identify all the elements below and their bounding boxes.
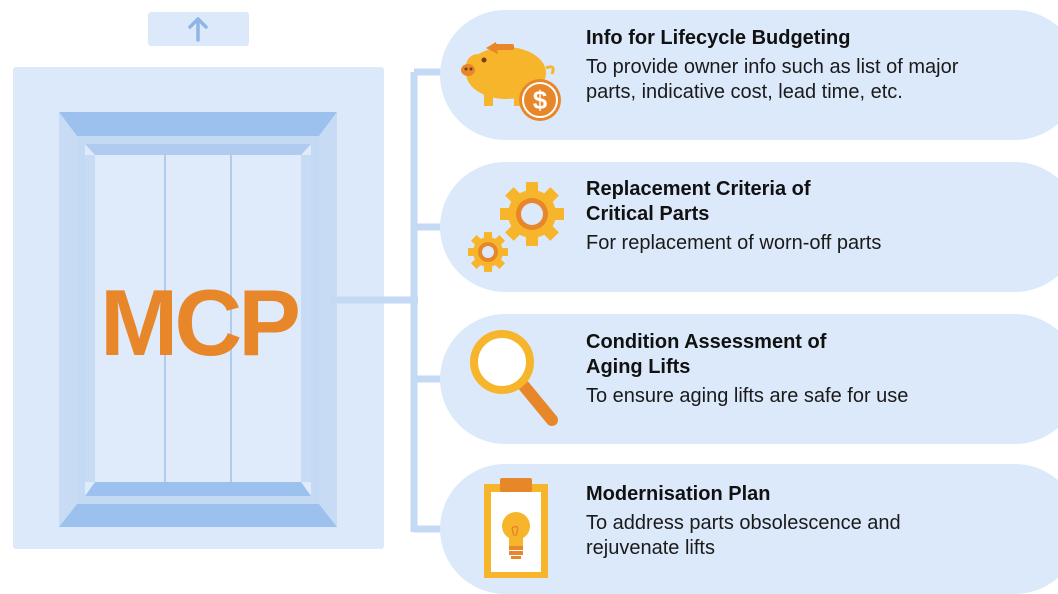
item-title: Info for Lifecycle Budgeting — [586, 27, 851, 49]
item-condition-assessment — [440, 314, 1058, 444]
item-title: Modernisation Plan — [586, 483, 771, 505]
item-description: To ensure aging lifts are safe for use — [586, 385, 909, 407]
svg-text:$: $ — [533, 85, 548, 115]
item-description: To address parts obsolescence and rejuve… — [586, 512, 901, 559]
lift-illustration — [13, 67, 384, 549]
magnifier-icon — [470, 330, 558, 426]
item-description: For replacement of worn-off parts — [586, 232, 882, 254]
lift-door-graphic — [59, 112, 337, 527]
center-label: MCP — [100, 270, 301, 375]
up-arrow-icon — [188, 17, 208, 42]
gears-icon — [468, 182, 564, 272]
piggy-bank-dollar-icon: $ — [461, 42, 561, 121]
item-title: Replacement Criteria of Critical Parts — [586, 178, 811, 225]
item-title: Condition Assessment of Aging Lifts — [586, 331, 827, 378]
up-arrow-indicator — [148, 12, 249, 46]
item-description: To provide owner info such as list of ma… — [586, 56, 959, 103]
clipboard-lightbulb-icon — [484, 478, 548, 578]
